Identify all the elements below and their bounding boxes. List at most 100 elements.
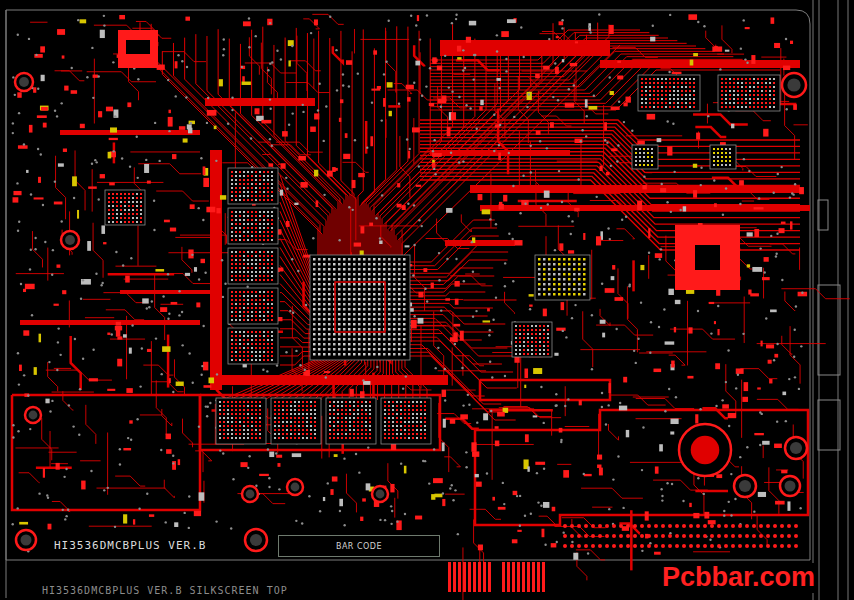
via xyxy=(215,520,217,522)
smd-pad xyxy=(716,474,722,478)
smd-pad xyxy=(370,136,373,146)
smd-pad xyxy=(438,99,446,104)
ball-pad xyxy=(363,338,366,341)
smd-pad xyxy=(62,55,65,58)
via xyxy=(362,379,364,381)
via xyxy=(23,374,25,376)
smd-pad xyxy=(453,324,460,327)
via xyxy=(51,274,53,276)
smd-pad xyxy=(472,451,479,456)
via xyxy=(465,451,467,453)
ball-pad xyxy=(378,318,381,321)
smd-pad xyxy=(568,250,574,253)
smd-pad xyxy=(303,255,310,258)
via xyxy=(323,194,325,196)
smd-pad xyxy=(714,321,716,324)
via xyxy=(269,138,271,140)
smd-pad xyxy=(563,470,569,478)
copper-trace xyxy=(164,480,174,498)
smd-pad xyxy=(71,90,77,94)
via xyxy=(48,361,50,363)
via xyxy=(723,510,725,512)
via xyxy=(561,19,563,21)
via xyxy=(450,152,452,154)
via xyxy=(127,437,129,439)
via xyxy=(642,426,644,428)
smd-pad xyxy=(768,360,772,364)
ball-pad xyxy=(373,283,376,286)
via xyxy=(661,495,663,497)
smd-pad xyxy=(106,107,113,112)
via xyxy=(775,255,777,257)
via xyxy=(471,241,473,243)
smd-pad xyxy=(63,148,67,151)
copper-trace xyxy=(400,23,598,255)
via xyxy=(325,376,327,378)
smd-pad xyxy=(501,31,509,37)
smd-pad xyxy=(529,294,534,296)
copper-trace xyxy=(138,226,139,266)
via xyxy=(508,152,510,154)
copper-trace xyxy=(410,252,508,277)
ball-pad xyxy=(313,308,316,311)
copper-trace xyxy=(394,498,395,518)
via xyxy=(354,139,356,141)
via xyxy=(536,472,538,474)
smd-pad xyxy=(88,186,97,188)
via xyxy=(740,47,742,49)
via xyxy=(241,66,243,68)
copper-trace xyxy=(274,45,342,255)
ball-pad xyxy=(318,343,321,346)
smd-pad xyxy=(478,545,483,551)
copper-pour xyxy=(120,290,210,294)
via xyxy=(669,14,671,16)
via xyxy=(493,150,495,152)
copper-trace xyxy=(608,424,618,440)
copper-trace xyxy=(446,390,475,391)
via xyxy=(342,84,344,86)
via xyxy=(107,487,109,489)
via xyxy=(530,513,532,515)
via xyxy=(721,399,723,401)
copper-trace xyxy=(126,316,127,379)
via xyxy=(329,16,331,18)
ball-pad xyxy=(328,348,331,351)
via xyxy=(469,107,471,109)
via xyxy=(130,439,132,441)
via xyxy=(60,220,62,222)
via xyxy=(82,358,84,360)
via xyxy=(79,388,81,390)
via xyxy=(348,85,350,87)
via xyxy=(640,301,642,303)
ball-pad xyxy=(363,263,366,266)
smd-pad xyxy=(471,442,476,451)
copper-trace xyxy=(420,173,800,237)
copper-trace xyxy=(378,39,475,255)
copper-trace xyxy=(712,178,744,188)
via xyxy=(448,86,450,88)
copper-trace xyxy=(89,526,152,527)
smd-pad xyxy=(108,152,112,159)
copper-trace xyxy=(384,51,508,255)
via xyxy=(589,31,591,33)
via xyxy=(615,328,617,330)
copper-trace xyxy=(757,343,826,344)
via xyxy=(451,484,453,486)
smd-pad xyxy=(714,203,717,207)
ball-pad xyxy=(368,258,371,261)
via xyxy=(289,310,291,312)
via xyxy=(650,321,652,323)
via xyxy=(51,400,53,402)
smd-pad xyxy=(533,415,538,417)
via xyxy=(489,329,491,331)
smd-pad xyxy=(199,492,205,500)
via xyxy=(505,70,507,72)
ball-pad xyxy=(313,263,316,266)
copper-trace xyxy=(757,514,767,546)
smd-pad xyxy=(18,145,28,148)
copper-trace xyxy=(140,414,162,415)
smd-pad xyxy=(782,392,786,396)
via xyxy=(608,508,610,510)
via xyxy=(413,244,415,246)
via xyxy=(412,274,414,276)
